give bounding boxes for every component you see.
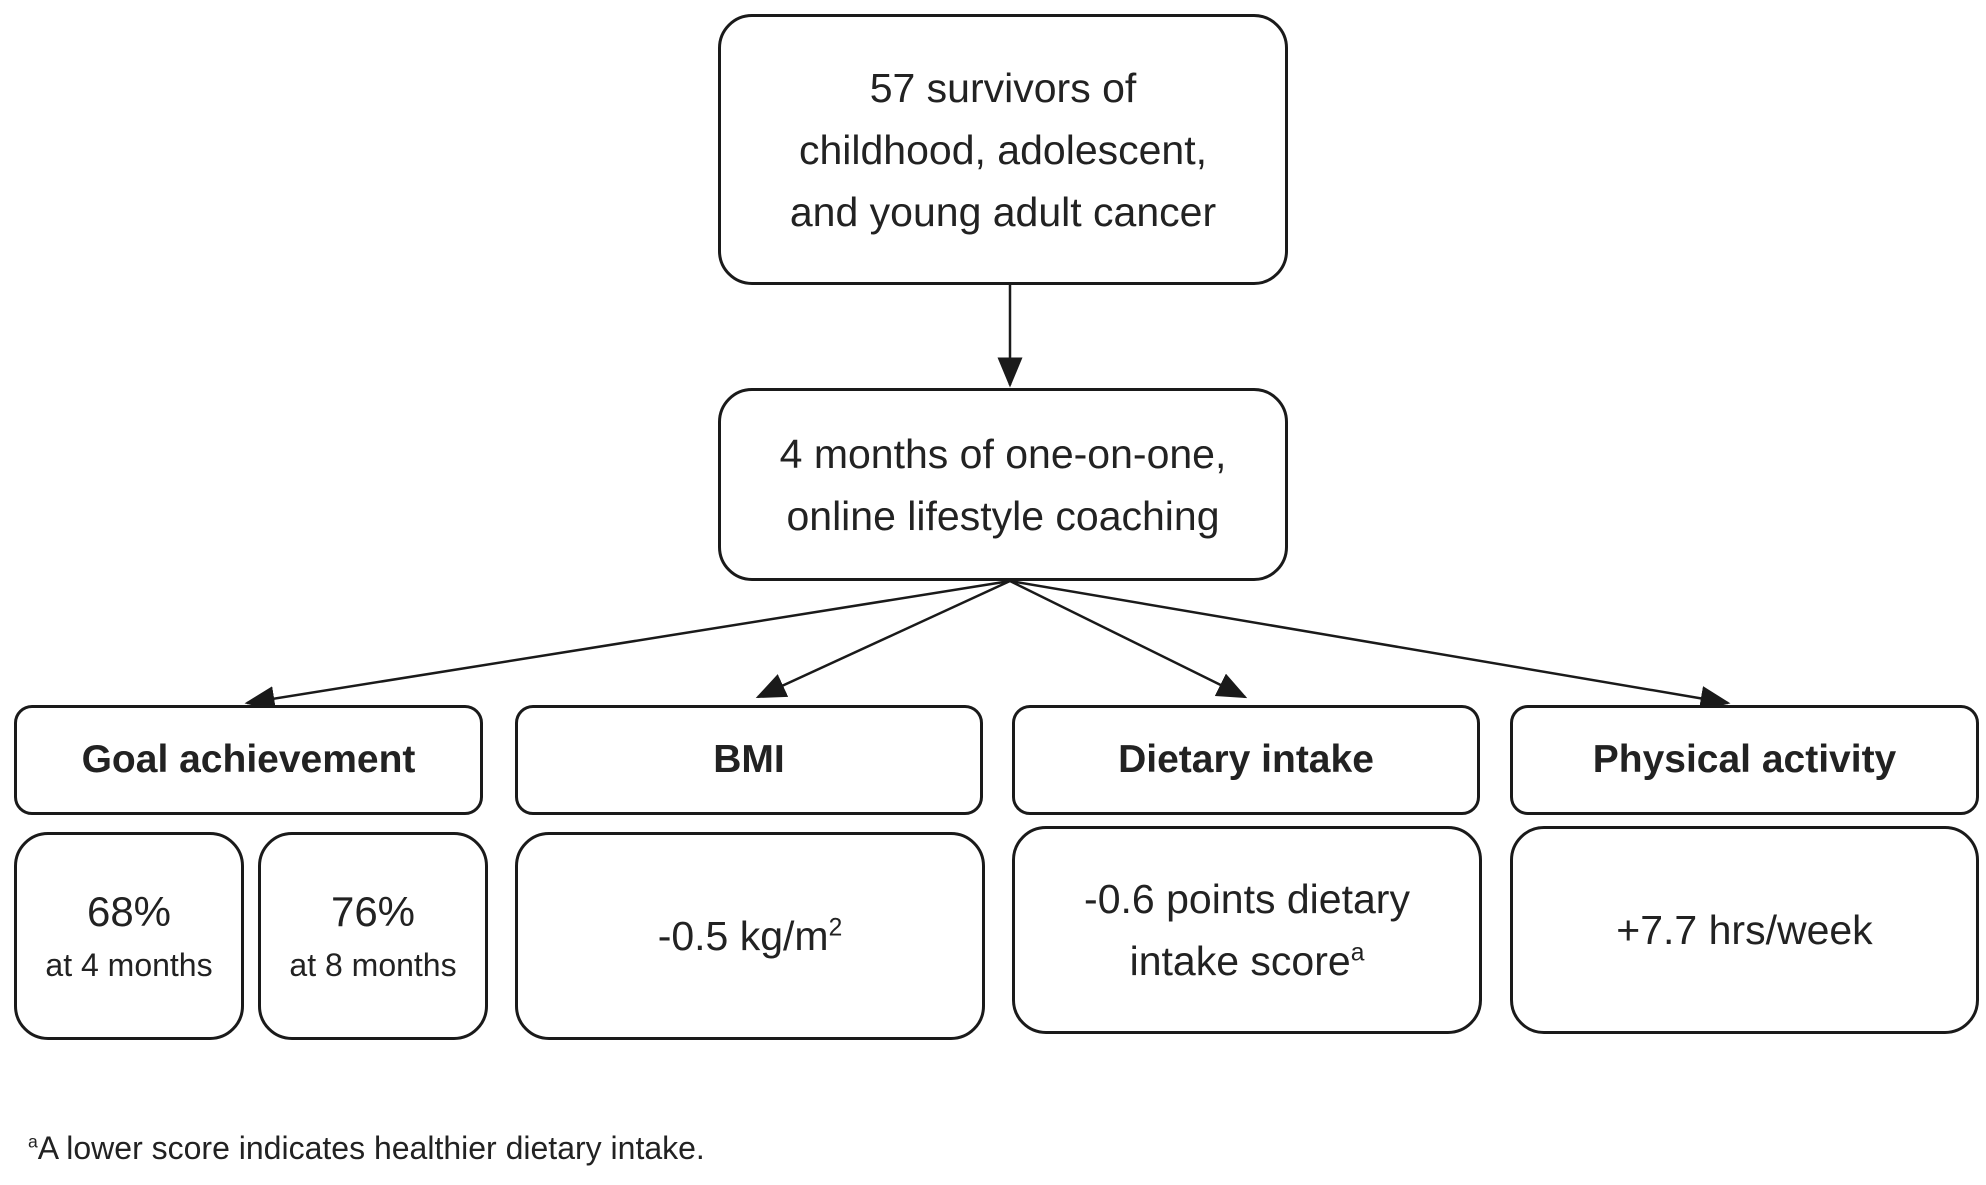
- header-bmi-label: BMI: [713, 738, 785, 781]
- header-bmi: BMI: [515, 705, 983, 815]
- activity-result-value: +7.7 hrs/week: [1616, 907, 1873, 953]
- header-dietary-intake: Dietary intake: [1012, 705, 1480, 815]
- header-goal-achievement-label: Goal achievement: [81, 738, 416, 781]
- footnote-marker: a: [28, 1131, 38, 1152]
- header-dietary-intake-label: Dietary intake: [1118, 738, 1374, 781]
- diet-footnote-marker: a: [1350, 939, 1365, 967]
- result-goal-4-months: 68% at 4 months: [14, 832, 244, 1040]
- goal-4-months-caption: at 4 months: [45, 947, 213, 983]
- population-line-2: childhood, adolescent,: [798, 126, 1208, 173]
- diet-result-line-1: -0.6 points dietary: [1084, 876, 1410, 922]
- population-box: 57 survivors of childhood, adolescent, a…: [718, 14, 1288, 285]
- header-goal-achievement: Goal achievement: [14, 705, 483, 815]
- population-line-1: 57 survivors of: [869, 64, 1137, 111]
- header-physical-activity-label: Physical activity: [1592, 738, 1897, 781]
- diet-result-line-2: intake scorea: [1129, 938, 1365, 984]
- population-line-3: and young adult cancer: [789, 188, 1217, 235]
- header-physical-activity: Physical activity: [1510, 705, 1979, 815]
- goal-4-months-value: 68%: [86, 888, 172, 935]
- bmi-unit-superscript: 2: [828, 914, 843, 942]
- goal-8-months-value: 76%: [330, 888, 416, 935]
- bmi-result-value: -0.5 kg/m2: [657, 913, 843, 959]
- intervention-line-2: online lifestyle coaching: [786, 492, 1220, 539]
- arrow-to-physical-activity: [1009, 579, 1731, 711]
- footnote-text: A lower score indicates healthier dietar…: [37, 1130, 705, 1166]
- result-goal-8-months: 76% at 8 months: [258, 832, 488, 1040]
- arrow-to-dietary-intake: [1009, 579, 1248, 699]
- arrow-to-goal-achievement: [244, 579, 1011, 712]
- intervention-box: 4 months of one-on-one, online lifestyle…: [718, 388, 1288, 581]
- goal-8-months-caption: at 8 months: [289, 947, 457, 983]
- arrow-to-bmi: [755, 579, 1011, 699]
- footnote: aA lower score indicates healthier dieta…: [28, 1130, 705, 1167]
- result-dietary-intake: -0.6 points dietary intake scorea: [1012, 826, 1482, 1034]
- intervention-line-1: 4 months of one-on-one,: [779, 430, 1227, 477]
- result-physical-activity: +7.7 hrs/week: [1510, 826, 1979, 1034]
- result-bmi: -0.5 kg/m2: [515, 832, 985, 1040]
